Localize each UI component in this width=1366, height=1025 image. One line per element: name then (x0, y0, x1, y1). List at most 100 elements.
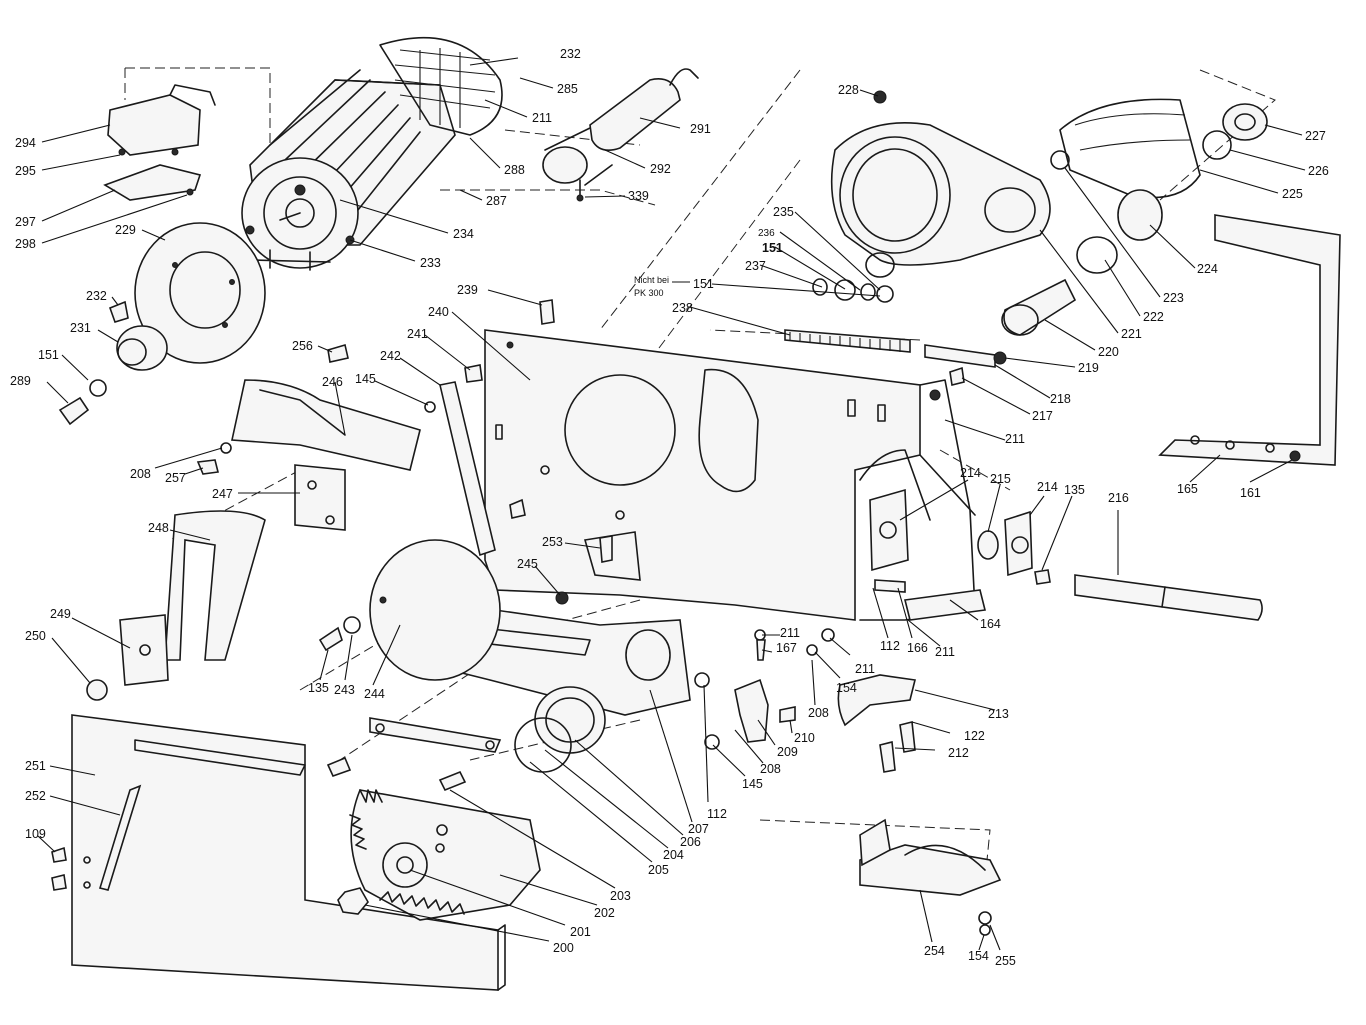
pulley-disc-assembly (58, 222, 266, 426)
callout-165: 165 (1177, 482, 1198, 496)
callout-239: 239 (457, 283, 478, 297)
callout-211-right: 211 (1005, 432, 1025, 446)
callout-208: 208 (130, 467, 151, 481)
callout-154: 154 (836, 681, 857, 695)
callout-288: 288 (504, 163, 525, 177)
callout-236: 236 (758, 228, 775, 239)
callout-210: 210 (794, 731, 815, 745)
callout-250: 250 (25, 629, 46, 643)
model-note: Nicht bei PK 300 (634, 275, 669, 298)
callout-214-right: 214 (1037, 480, 1058, 494)
callout-218: 218 (1050, 392, 1071, 406)
callout-289: 289 (10, 374, 31, 388)
callout-244: 244 (364, 687, 385, 701)
callout-135-right: 135 (1064, 483, 1085, 497)
callout-291: 291 (690, 122, 711, 136)
belt-guard-housing (830, 90, 1268, 336)
callout-229: 229 (115, 223, 136, 237)
callout-205: 205 (648, 863, 669, 877)
leader-lines (37, 57, 1306, 951)
callout-245: 245 (517, 557, 538, 571)
callout-135: 135 (308, 681, 329, 695)
callout-112: 112 (880, 639, 900, 653)
callout-209: 209 (777, 745, 798, 759)
callout-208-b: 208 (808, 706, 829, 720)
callout-287: 287 (486, 194, 507, 208)
note-line-2: PK 300 (634, 288, 664, 298)
callout-207: 207 (688, 822, 709, 836)
callout-215: 215 (990, 472, 1011, 486)
callout-223: 223 (1163, 291, 1184, 305)
callout-208-c: 208 (760, 762, 781, 776)
main-frame-plate (484, 329, 976, 621)
callout-204: 204 (663, 848, 684, 862)
callout-226: 226 (1308, 164, 1329, 178)
callout-labels: 232 285 211 291 288 292 287 339 234 233 … (10, 47, 1329, 968)
callout-242: 242 (380, 349, 401, 363)
callout-237: 237 (745, 259, 766, 273)
callout-231: 231 (70, 321, 91, 335)
callout-298: 298 (15, 237, 36, 251)
callout-213: 213 (988, 707, 1009, 721)
callout-203: 203 (610, 889, 631, 903)
callout-248: 248 (148, 521, 169, 535)
callout-255: 255 (995, 954, 1016, 968)
callout-295: 295 (15, 164, 36, 178)
callout-216: 216 (1108, 491, 1129, 505)
table-side-plate (51, 714, 506, 991)
callout-154-b: 154 (968, 949, 989, 963)
callout-166: 166 (907, 641, 928, 655)
shafts (784, 329, 1263, 621)
saw-blade (326, 756, 541, 921)
callout-222: 222 (1143, 310, 1164, 324)
callout-211: 211 (532, 111, 552, 125)
callout-219: 219 (1078, 361, 1099, 375)
callout-234: 234 (453, 227, 474, 241)
callout-249: 249 (50, 607, 71, 621)
callout-211-b: 211 (935, 645, 955, 659)
callout-167: 167 (776, 641, 797, 655)
callout-151-left: 151 (38, 348, 59, 362)
callout-297: 297 (15, 215, 36, 229)
callout-214: 214 (960, 466, 981, 480)
callout-206: 206 (680, 835, 701, 849)
callout-211-d: 211 (855, 662, 875, 676)
callout-285: 285 (557, 82, 578, 96)
washer-stack (812, 252, 895, 303)
callout-164: 164 (980, 617, 1001, 631)
callout-217: 217 (1032, 409, 1053, 423)
callout-247: 247 (212, 487, 233, 501)
callout-109: 109 (25, 827, 46, 841)
capacitor (542, 68, 699, 202)
callout-292: 292 (650, 162, 671, 176)
callout-238: 238 (672, 301, 693, 315)
callout-212: 212 (948, 746, 969, 760)
callout-201: 201 (570, 925, 591, 939)
callout-224: 224 (1197, 262, 1218, 276)
motor-assembly (241, 36, 503, 271)
callout-243: 243 (334, 683, 355, 697)
callout-241: 241 (407, 327, 428, 341)
callout-202: 202 (594, 906, 615, 920)
callout-240: 240 (428, 305, 449, 319)
callout-233: 233 (420, 256, 441, 270)
callout-161: 161 (1240, 486, 1261, 500)
callout-228: 228 (838, 83, 859, 97)
callout-253: 253 (542, 535, 563, 549)
callout-294: 294 (15, 136, 36, 150)
note-line-1: Nicht bei (634, 275, 669, 285)
flange-disc (318, 539, 501, 681)
callout-251: 251 (25, 759, 46, 773)
callout-252: 252 (25, 789, 46, 803)
callout-145-b: 145 (742, 777, 763, 791)
callout-200: 200 (553, 941, 574, 955)
callout-151-mid: 151 (762, 241, 783, 255)
callout-225: 225 (1282, 187, 1303, 201)
callout-257: 257 (165, 471, 186, 485)
callout-227: 227 (1305, 129, 1326, 143)
callout-221: 221 (1121, 327, 1142, 341)
callout-145: 145 (355, 372, 376, 386)
callout-256: 256 (292, 339, 313, 353)
callout-122: 122 (964, 729, 985, 743)
